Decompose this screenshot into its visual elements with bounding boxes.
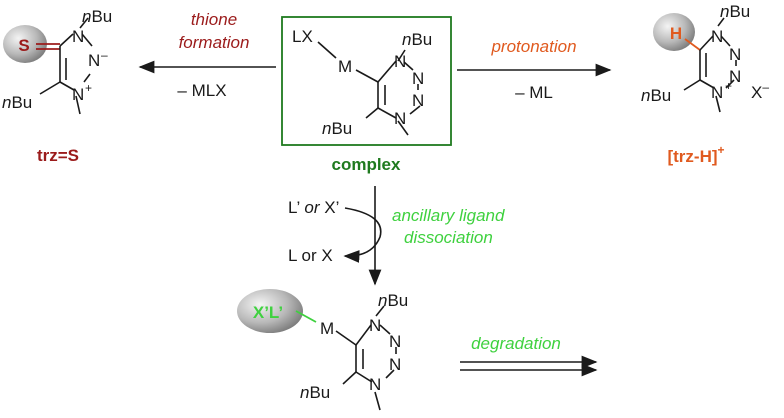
complex-lx: LX xyxy=(292,27,313,46)
protonated-structure: H N nBu N N N + X+– nBu xyxy=(641,2,769,113)
thione-label-1: thione xyxy=(191,10,237,29)
protonation-arrow: protonation – ML xyxy=(457,37,612,102)
protonated-name: [trz-H]+ xyxy=(667,143,724,166)
proton-nbu-bottom: nBu xyxy=(641,86,671,105)
thione-n-bot: N xyxy=(72,85,84,104)
thione-s-atom: S xyxy=(18,36,29,55)
ancillary-label-2: dissociation xyxy=(404,228,493,247)
ligand-label: X’L’ xyxy=(253,303,283,322)
complex-n2: N xyxy=(412,69,424,88)
proton-n-plus: + xyxy=(725,79,732,93)
ligand-ball xyxy=(237,289,303,333)
proton-h-ball xyxy=(653,13,695,51)
protonation-label: protonation xyxy=(490,37,576,56)
complex-n-sub-dummy: N xyxy=(394,109,406,128)
product-nbu-top: nBu xyxy=(378,291,408,310)
proton-n1: N xyxy=(711,27,723,46)
thione-n-top: N xyxy=(72,27,84,46)
product-n3: N xyxy=(389,355,401,374)
thione-n-bot-charge: + xyxy=(85,81,92,95)
thione-label-2: formation xyxy=(179,33,250,52)
ancillary-label-1: ancillary ligand xyxy=(392,206,505,225)
proton-h-atom: H xyxy=(670,24,682,43)
product-n2: N xyxy=(389,332,401,351)
complex-n1: N xyxy=(394,52,406,71)
thione-nbu-bottom: nBu xyxy=(2,93,32,112)
thione-loss: – MLX xyxy=(177,81,226,100)
proton-n4: N xyxy=(711,83,723,102)
product-n4: N xyxy=(369,375,381,394)
thione-s-ball xyxy=(3,25,47,63)
degradation-arrow: degradation xyxy=(460,334,598,377)
proton-nbu-top: nBu xyxy=(720,2,750,21)
complex-structure: LX M N N N nBu nBu N xyxy=(281,16,452,146)
ancillary-reagent: L’ or X’ xyxy=(288,198,339,217)
ancillary-released: L or X xyxy=(288,246,333,265)
thione-structure: S N nBu N – N + nBu xyxy=(2,7,112,115)
thione-arrow: thione formation – MLX xyxy=(138,10,276,100)
complex-m: M xyxy=(338,57,352,76)
complex-nbu-bottom: nBu xyxy=(322,119,352,138)
proton-counterion: X+– xyxy=(751,80,769,102)
thione-name: trz=S xyxy=(37,146,79,165)
proton-n2: N xyxy=(729,45,741,64)
proton-n3: N xyxy=(729,67,741,86)
complex-n3: N xyxy=(412,91,424,110)
complex-box xyxy=(281,16,452,146)
product-m: M xyxy=(320,319,334,338)
ancillary-arrow: L’ or X’ L or X ancillary ligand dissoci… xyxy=(288,186,505,286)
ancillary-product: X’L’ M N nBu N N N nBu xyxy=(237,289,408,411)
degradation-label: degradation xyxy=(471,334,561,353)
complex-nbu-top: nBu xyxy=(402,30,432,49)
thione-n-mid-charge: – xyxy=(101,48,108,62)
complex-label: complex xyxy=(332,155,402,174)
thione-n-mid: N xyxy=(88,51,100,70)
product-nbu-bottom: nBu xyxy=(300,383,330,402)
product-n1: N xyxy=(369,316,381,335)
protonation-loss: – ML xyxy=(515,83,553,102)
thione-nbu-top: nBu xyxy=(82,7,112,26)
